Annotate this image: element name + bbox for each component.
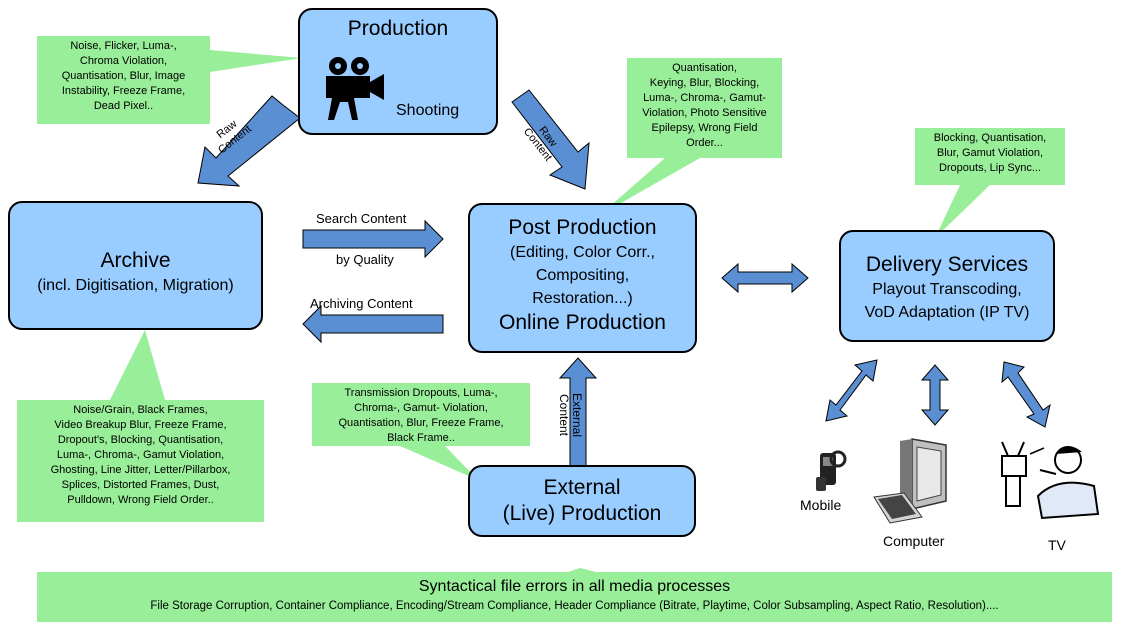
- production-subtitle: Shooting: [396, 102, 460, 119]
- production-title: Production: [347, 17, 449, 40]
- post-title: Post Production: [508, 216, 657, 239]
- search-content-label: Search Content: [316, 211, 407, 226]
- external-note-tail: [400, 446, 478, 480]
- delivery-mobile-arrow: [825, 359, 878, 422]
- raw-content-right-arrow: [511, 89, 590, 190]
- post-online-production: Online Production: [499, 311, 666, 334]
- camera-icon: [326, 57, 384, 120]
- delivery-title: Delivery Services: [865, 253, 1029, 276]
- by-quality-label: by Quality: [336, 252, 394, 267]
- raw-content-left-arrow: [197, 95, 301, 187]
- delivery-line2: Playout Transcoding,: [872, 281, 1022, 298]
- archive-box: Archive (incl. Digitisation, Migration): [8, 201, 263, 330]
- external-line1: External: [543, 476, 621, 499]
- syntactical-errors-title: Syntactical file errors in all media pro…: [418, 578, 731, 595]
- external-errors-note: Transmission Dropouts, Luma-, Chroma-, G…: [312, 383, 530, 446]
- delivery-tv-arrow: [1001, 361, 1051, 428]
- archive-subtitle: (incl. Digitisation, Migration): [37, 277, 234, 294]
- computer-icon: [873, 438, 947, 524]
- delivery-errors-note: Blocking, Quantisation, Blur, Gamut Viol…: [915, 128, 1065, 185]
- post-line2: (Editing, Color Corr.,: [510, 244, 655, 261]
- post-production-box: Post Production (Editing, Color Corr., C…: [468, 203, 697, 353]
- production-note-tail: [210, 50, 302, 72]
- archive-note-tail: [110, 330, 165, 400]
- archive-title: Archive: [100, 249, 171, 272]
- mobile-label: Mobile: [800, 497, 842, 513]
- delivery-computer-arrow: [920, 364, 950, 426]
- external-content-arrow: [558, 357, 598, 469]
- tv-label: TV: [1048, 537, 1066, 553]
- computer-label: Computer: [883, 533, 945, 549]
- production-errors-note: Noise, Flicker, Luma-, Chroma Violation,…: [37, 36, 210, 124]
- post-line3: Compositing,: [535, 267, 630, 284]
- archiving-content-label: Archiving Content: [310, 296, 413, 311]
- archiving-content-arrow: [302, 304, 444, 344]
- bottom-bar-tail: [565, 568, 600, 573]
- post-line4: Restoration...): [532, 290, 633, 307]
- archive-errors-note: Noise/Grain, Black Frames, Video Breakup…: [17, 400, 264, 522]
- external-line2: (Live) Production: [502, 502, 662, 525]
- production-box: Production Shooting: [298, 8, 498, 135]
- delivery-note-tail: [935, 185, 990, 238]
- search-content-arrow: [302, 219, 444, 259]
- post-errors-note: Quantisation, Keying, Blur, Blocking, Lu…: [627, 58, 782, 158]
- mobile-phone-icon: [816, 450, 847, 491]
- external-content-label: External Content: [557, 392, 585, 438]
- post-note-tail: [600, 158, 700, 215]
- post-delivery-arrow: [721, 262, 809, 294]
- delivery-line3: VoD Adaptation (IP TV): [864, 304, 1030, 321]
- external-production-box: External (Live) Production: [468, 465, 696, 537]
- tv-viewer-icon: [1001, 441, 1100, 520]
- syntactical-errors-detail: File Storage Corruption, Container Compl…: [150, 600, 999, 612]
- delivery-services-box: Delivery Services Playout Transcoding, V…: [839, 230, 1055, 342]
- syntactical-errors-bar: Syntactical file errors in all media pro…: [37, 572, 1112, 622]
